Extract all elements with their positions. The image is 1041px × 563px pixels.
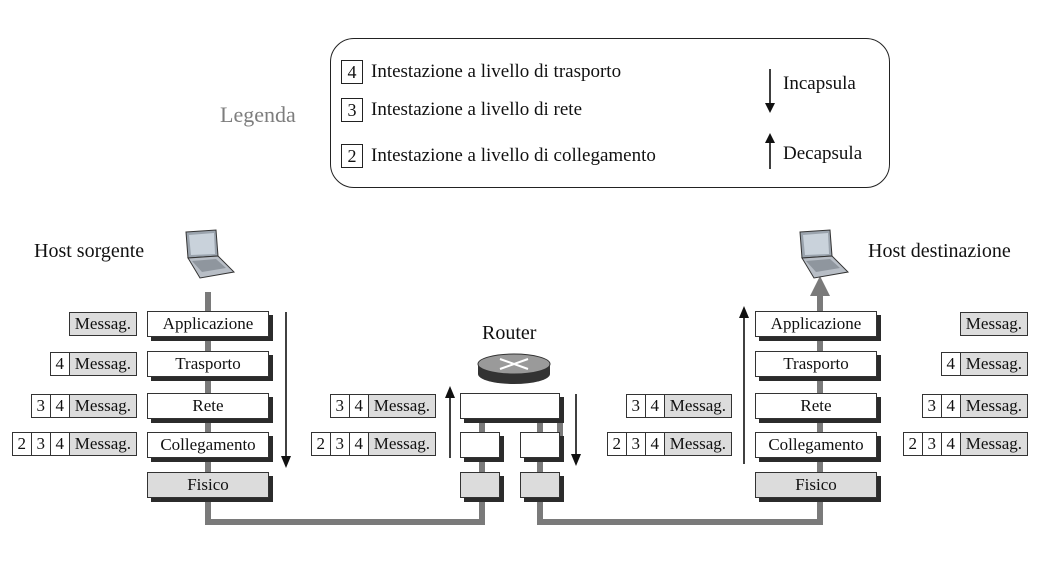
router-out-packet-network: 3 4 Messag.: [625, 394, 732, 418]
legend-text: Intestazione a livello di rete: [371, 99, 583, 120]
message-cell: Messag.: [959, 312, 1028, 336]
header-cell: 4: [348, 394, 369, 418]
legend-box: 4 Intestazione a livello di trasporto 3 …: [330, 38, 890, 188]
source-packet-link: 2 3 4 Messag.: [11, 432, 137, 456]
header-cell: 2: [310, 432, 331, 456]
source-packet-network: 3 4 Messag.: [30, 394, 137, 418]
message-cell: Messag.: [959, 432, 1028, 456]
router-in-packet-network: 3 4 Messag.: [329, 394, 436, 418]
header-cell: 4: [348, 432, 369, 456]
source-layer-application: Applicazione: [147, 311, 269, 337]
header-cell: 3: [30, 432, 51, 456]
legend-num: 2: [341, 144, 363, 168]
message-cell: Messag.: [68, 394, 137, 418]
legend-item-transport: 4 Intestazione a livello di trasporto: [341, 59, 621, 85]
source-host-label: Host sorgente: [34, 240, 145, 262]
source-layer-network: Rete: [147, 393, 269, 419]
message-cell: Messag.: [663, 432, 732, 456]
header-cell: 4: [644, 432, 665, 456]
header-cell: 4: [49, 394, 70, 418]
source-packet-application: Messag.: [68, 312, 137, 336]
source-layer-link: Collegamento: [147, 432, 269, 458]
destination-layer-link: Collegamento: [755, 432, 877, 458]
header-cell: 3: [329, 394, 350, 418]
header-cell: 4: [49, 352, 70, 376]
destination-layer-application: Applicazione: [755, 311, 877, 337]
source-packet-transport: 4 Messag.: [49, 352, 137, 376]
message-cell: Messag.: [367, 394, 436, 418]
message-cell: Messag.: [663, 394, 732, 418]
legend-item-network: 3 Intestazione a livello di rete: [341, 97, 582, 123]
header-cell: 3: [921, 432, 942, 456]
message-cell: Messag.: [68, 352, 137, 376]
header-cell: 2: [606, 432, 627, 456]
header-cell: 3: [625, 394, 646, 418]
legend-text: Intestazione a livello di trasporto: [371, 61, 622, 82]
encapsulate-label: Incapsula: [783, 73, 856, 94]
router-layer-physical-in: [460, 472, 500, 498]
arrow-down-icon: [281, 312, 291, 468]
router-layer-link-out: [520, 432, 560, 458]
message-cell: Messag.: [959, 394, 1028, 418]
arrow-up-icon: [765, 133, 775, 169]
destination-packet-transport: 4 Messag.: [940, 352, 1028, 376]
destination-packet-network: 3 4 Messag.: [921, 394, 1028, 418]
header-cell: 2: [902, 432, 923, 456]
header-cell: 3: [921, 394, 942, 418]
legend-num: 3: [341, 98, 363, 122]
arrow-down-icon: [765, 69, 775, 113]
destination-layer-transport: Trasporto: [755, 351, 877, 377]
header-cell: 4: [940, 352, 961, 376]
header-cell: 4: [940, 394, 961, 418]
router-label: Router: [482, 322, 537, 344]
source-layer-physical: Fisico: [147, 472, 269, 498]
arrow-up-icon: [445, 386, 455, 458]
router-layer-physical-out: [520, 472, 560, 498]
message-cell: Messag.: [959, 352, 1028, 376]
header-cell: 2: [11, 432, 32, 456]
legend-text: Intestazione a livello di collegamento: [371, 145, 656, 166]
router-out-packet-link: 2 3 4 Messag.: [606, 432, 732, 456]
destination-layer-physical: Fisico: [755, 472, 877, 498]
destination-layer-network: Rete: [755, 393, 877, 419]
legend-title: Legenda: [220, 102, 296, 127]
header-cell: 4: [940, 432, 961, 456]
header-cell: 3: [625, 432, 646, 456]
header-cell: 4: [49, 432, 70, 456]
header-cell: 3: [30, 394, 51, 418]
legend-item-link: 2 Intestazione a livello di collegamento: [341, 143, 656, 169]
arrow-down-icon: [571, 394, 581, 466]
message-cell: Messag.: [68, 312, 137, 336]
destination-packet-link: 2 3 4 Messag.: [902, 432, 1028, 456]
legend-num: 4: [341, 60, 363, 84]
decapsulate-label: Decapsula: [783, 143, 863, 164]
message-cell: Messag.: [367, 432, 436, 456]
router-icon: [477, 353, 551, 384]
laptop-icon: [799, 229, 850, 279]
header-cell: 4: [644, 394, 665, 418]
message-cell: Messag.: [68, 432, 137, 456]
destination-host-label: Host destinazione: [868, 240, 1011, 262]
router-in-packet-link: 2 3 4 Messag.: [310, 432, 436, 456]
header-cell: 3: [329, 432, 350, 456]
arrow-up-icon: [739, 306, 749, 464]
destination-packet-application: Messag.: [959, 312, 1028, 336]
router-layer-link-in: [460, 432, 500, 458]
laptop-icon: [185, 229, 236, 279]
source-layer-transport: Trasporto: [147, 351, 269, 377]
router-layer-network: [460, 393, 560, 419]
